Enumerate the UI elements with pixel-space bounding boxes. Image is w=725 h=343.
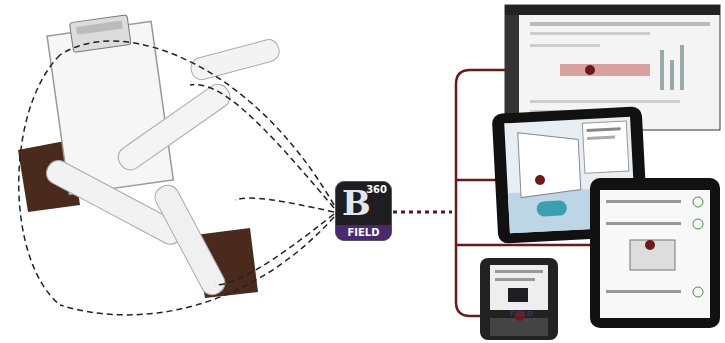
phone bbox=[480, 258, 558, 340]
dotted-link bbox=[393, 211, 452, 214]
connection-dot bbox=[515, 65, 655, 321]
icon-band: FIELD bbox=[336, 225, 391, 240]
icon-number: 360 bbox=[366, 185, 387, 195]
paper-documents bbox=[18, 12, 281, 299]
dashed-lines bbox=[19, 41, 334, 315]
phone-logo-text: FIELD bbox=[510, 311, 532, 318]
tablet bbox=[590, 178, 720, 328]
app-icon: B360FIELD bbox=[335, 181, 392, 241]
